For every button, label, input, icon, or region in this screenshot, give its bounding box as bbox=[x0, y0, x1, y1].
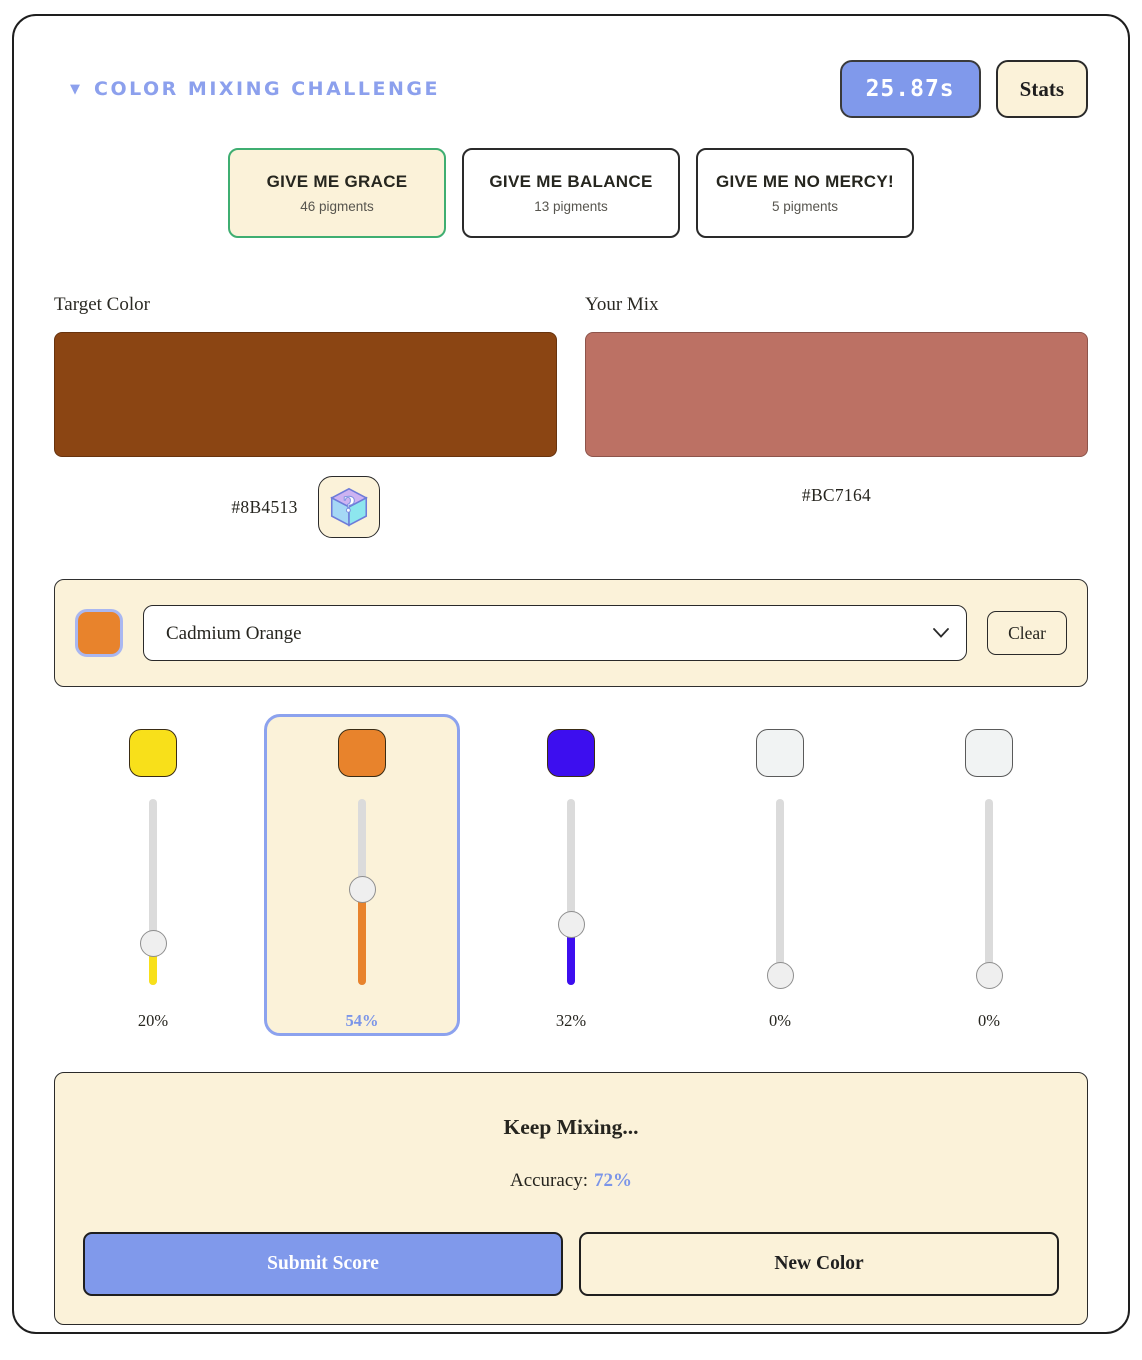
timer-button[interactable]: 25.87s bbox=[839, 60, 981, 118]
difficulty-pigment-count: 13 pigments bbox=[534, 199, 608, 214]
new-color-button[interactable]: New Color bbox=[579, 1232, 1059, 1296]
slider-track[interactable] bbox=[985, 799, 993, 985]
target-color-panel: Target Color #8B4513 ? bbox=[54, 294, 557, 541]
slider-value: 0% bbox=[978, 1011, 1000, 1030]
difficulty-give-me-no-mercy[interactable]: GIVE ME NO MERCY! 5 pigments bbox=[696, 148, 914, 238]
slider-blue-pigment: 32% bbox=[473, 714, 669, 1036]
mix-hex: #BC7164 bbox=[801, 485, 872, 505]
stats-button[interactable]: Stats bbox=[995, 60, 1088, 118]
your-mix-label: Your Mix bbox=[585, 294, 659, 315]
selected-pigment-chip[interactable] bbox=[75, 609, 123, 657]
slider-knob[interactable] bbox=[975, 962, 1003, 989]
collapse-triangle-icon: ▼ bbox=[70, 81, 80, 97]
difficulty-pigment-count: 46 pigments bbox=[300, 199, 374, 214]
target-hex: #8B4513 bbox=[231, 496, 298, 517]
slider-knob[interactable] bbox=[557, 910, 585, 938]
pigment-swatch[interactable] bbox=[129, 729, 177, 777]
slider-orange-pigment: 54% bbox=[264, 714, 460, 1036]
pigment-select[interactable]: Cadmium Orange bbox=[143, 605, 968, 661]
difficulty-label: GIVE ME GRACE bbox=[266, 172, 408, 191]
slider-empty-slot-2: 0% bbox=[891, 714, 1087, 1036]
slider-value: 32% bbox=[555, 1011, 587, 1030]
slider-knob[interactable] bbox=[348, 875, 376, 903]
accuracy-line: Accuracy:72% bbox=[83, 1170, 1059, 1192]
pigment-sliders: 20% 54% 32% bbox=[54, 714, 1088, 1036]
slider-value: 0% bbox=[769, 1011, 791, 1030]
slider-value: 54% bbox=[345, 1011, 379, 1030]
slider-yellow-pigment: 20% bbox=[55, 714, 251, 1036]
target-caption: #8B4513 ? bbox=[54, 473, 557, 541]
difficulty-label: GIVE ME BALANCE bbox=[489, 172, 653, 191]
mystery-box-icon: ? bbox=[326, 484, 372, 530]
svg-text:?: ? bbox=[342, 492, 354, 517]
random-color-button[interactable]: ? bbox=[317, 476, 380, 538]
mix-caption: #BC7164 bbox=[585, 473, 1088, 541]
slider-track[interactable] bbox=[776, 799, 784, 985]
header-title-group[interactable]: ▼ COLOR MIXING CHALLENGE bbox=[70, 78, 440, 100]
slider-track-wrap bbox=[766, 799, 794, 989]
slider-knob[interactable] bbox=[766, 962, 794, 989]
difficulty-row: GIVE ME GRACE 46 pigments GIVE ME BALANC… bbox=[54, 148, 1088, 238]
slider-fill bbox=[358, 885, 366, 985]
difficulty-pigment-count: 5 pigments bbox=[771, 199, 839, 214]
slider-value: 20% bbox=[137, 1011, 169, 1030]
pigment-swatch[interactable] bbox=[547, 729, 595, 777]
slider-knob[interactable] bbox=[139, 930, 167, 957]
submit-score-button[interactable]: Submit Score bbox=[83, 1232, 563, 1296]
pigment-select-wrap: Cadmium Orange bbox=[143, 605, 968, 661]
slider-track[interactable] bbox=[567, 799, 575, 985]
accuracy-label: Accuracy: bbox=[509, 1170, 589, 1191]
target-color-label: Target Color bbox=[54, 294, 150, 315]
slider-track[interactable] bbox=[149, 799, 157, 985]
pigment-swatch[interactable] bbox=[756, 729, 804, 777]
slider-track-wrap bbox=[348, 799, 376, 989]
target-swatch bbox=[54, 332, 557, 457]
result-buttons: Submit Score New Color bbox=[83, 1232, 1059, 1296]
pigment-swatch[interactable] bbox=[965, 729, 1013, 777]
slider-track-wrap bbox=[557, 799, 585, 989]
your-mix-panel: Your Mix #BC7164 bbox=[585, 294, 1088, 541]
accuracy-value: 72% bbox=[594, 1170, 633, 1191]
header-actions: 25.87s Stats bbox=[839, 60, 1088, 118]
status-text: Keep Mixing... bbox=[503, 1115, 639, 1139]
slider-track-wrap bbox=[139, 799, 167, 989]
pigment-swatch[interactable] bbox=[338, 729, 386, 777]
slider-fill bbox=[149, 940, 157, 985]
difficulty-give-me-balance[interactable]: GIVE ME BALANCE 13 pigments bbox=[462, 148, 680, 238]
mix-swatch bbox=[585, 332, 1088, 457]
color-mixing-app: ▼ COLOR MIXING CHALLENGE 25.87s Stats GI… bbox=[12, 14, 1130, 1334]
slider-track-wrap bbox=[975, 799, 1003, 989]
slider-fill bbox=[567, 920, 575, 985]
page-title: COLOR MIXING CHALLENGE bbox=[94, 78, 440, 100]
result-panel: Keep Mixing... Accuracy:72% Submit Score… bbox=[54, 1072, 1088, 1325]
difficulty-give-me-grace[interactable]: GIVE ME GRACE 46 pigments bbox=[228, 148, 446, 238]
slider-empty-slot-1: 0% bbox=[682, 714, 878, 1036]
difficulty-label: GIVE ME NO MERCY! bbox=[716, 172, 894, 191]
header: ▼ COLOR MIXING CHALLENGE 25.87s Stats bbox=[54, 60, 1088, 118]
color-comparison: Target Color #8B4513 ? Your Mi bbox=[54, 294, 1088, 541]
clear-button[interactable]: Clear bbox=[987, 611, 1067, 655]
pigment-selector-bar: Cadmium Orange Clear bbox=[54, 579, 1088, 687]
